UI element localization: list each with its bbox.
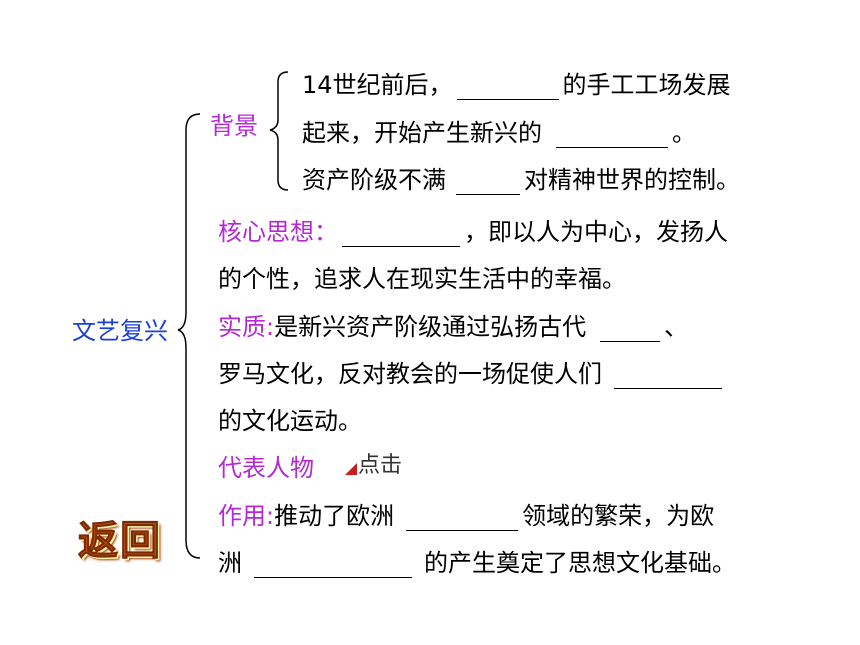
click-button[interactable]: 点击 [344, 452, 402, 480]
background-line-1-post: 的手工工场发展 [562, 71, 731, 99]
effect-line-2-pre: 洲 [218, 549, 242, 577]
background-line-1: 14世纪前后， 的手工工场发展 [302, 70, 731, 100]
effect-line-1: 作用:推动了欧洲 领域的繁荣，为欧 [218, 501, 714, 531]
blank-4[interactable] [342, 224, 460, 247]
background-line-2-post: 。 [672, 119, 696, 147]
background-line-2: 起来，开始产生新兴的 。 [302, 118, 696, 148]
back-button[interactable]: 返回 [78, 518, 162, 565]
essence-line-3: 的文化运动。 [218, 407, 362, 435]
essence-line-1-post: 、 [664, 313, 689, 341]
blank-1[interactable] [456, 77, 559, 100]
essence-line-2-text: 罗马文化，反对教会的一场促使人们 [218, 360, 602, 388]
essence-line-2: 罗马文化，反对教会的一场促使人们 [218, 359, 726, 389]
essence-label: 实质: [218, 313, 275, 341]
main-brace [177, 113, 201, 559]
topic-title: 文艺复兴 [72, 317, 168, 345]
blank-8[interactable] [254, 555, 412, 578]
arrow-icon [345, 463, 357, 475]
blank-6[interactable] [614, 366, 722, 389]
blank-7[interactable] [406, 508, 519, 531]
core-line-1: 核心思想： ，即以人为中心，发扬人 [218, 217, 728, 247]
blank-3[interactable] [456, 172, 520, 195]
core-line-1-post: ，即以人为中心，发扬人 [464, 218, 728, 246]
click-label: 点击 [358, 453, 403, 478]
background-line-3-post: 对精神世界的控制。 [524, 166, 740, 194]
core-line-2: 的个性，追求人在现实生活中的幸福。 [218, 265, 626, 293]
essence-line-1-text: 是新兴资产阶级通过弘扬古代 [274, 313, 587, 341]
background-line-3: 资产阶级不满 对精神世界的控制。 [302, 165, 740, 195]
background-line-1-pre: 14世纪前后， [302, 71, 453, 99]
effect-line-1-post: 领域的繁荣，为欧 [522, 502, 715, 530]
representatives-label: 代表人物 [218, 454, 314, 482]
background-line-3-pre: 资产阶级不满 [302, 166, 446, 194]
core-label: 核心思想： [218, 218, 338, 246]
background-brace [269, 71, 289, 191]
effect-line-2: 洲 的产生奠定了思想文化基础。 [218, 548, 736, 578]
blank-2[interactable] [556, 125, 668, 148]
effect-line-2-post: 的产生奠定了思想文化基础。 [424, 549, 736, 577]
blank-5[interactable] [600, 319, 661, 342]
background-line-2-pre: 起来，开始产生新兴的 [302, 119, 542, 147]
essence-line-1: 实质:是新兴资产阶级通过弘扬古代 、 [218, 312, 688, 342]
effect-line-1-text: 推动了欧洲 [274, 502, 395, 530]
effect-label: 作用: [218, 502, 275, 530]
background-label: 背景 [210, 112, 258, 140]
